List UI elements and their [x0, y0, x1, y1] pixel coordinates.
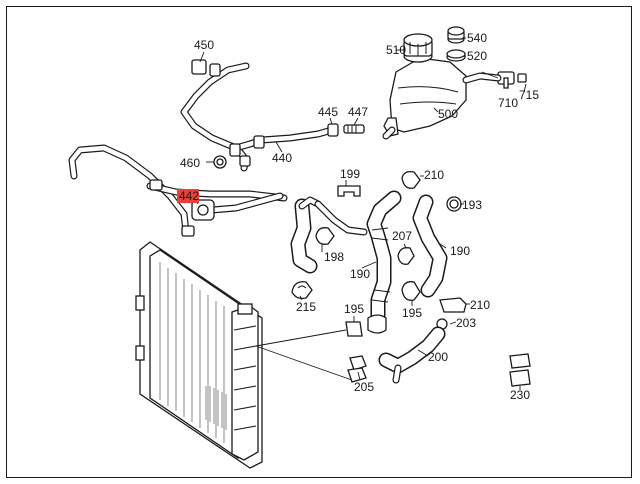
leader-lines — [195, 37, 527, 390]
label-203: 203 — [456, 316, 476, 330]
label-710: 710 — [498, 96, 518, 110]
connector-715 — [517, 73, 527, 83]
clamp-199 — [337, 185, 361, 197]
connector-445 — [327, 123, 339, 137]
label-450: 450 — [194, 38, 214, 52]
heater-hose-440 — [229, 126, 336, 172]
hose-198 — [290, 196, 368, 274]
label-198: 198 — [324, 250, 344, 264]
bracket-207 — [397, 247, 415, 265]
fitting-447 — [343, 124, 365, 134]
label-520: 520 — [467, 49, 487, 63]
label-207: 207 — [392, 229, 412, 243]
radiator-tank-ribs — [233, 325, 257, 431]
label-230: 230 — [510, 388, 530, 402]
label-445: 445 — [318, 105, 338, 119]
clamp-210-top — [401, 170, 421, 189]
level-sensor-710 — [462, 71, 515, 89]
highlight-442 — [177, 189, 199, 203]
label-442: 442 — [179, 189, 199, 203]
label-200: 200 — [428, 350, 448, 364]
label-500: 500 — [438, 107, 458, 121]
label-715: 715 — [519, 88, 539, 102]
label-190-right: 190 — [450, 244, 470, 258]
label-193: 193 — [462, 198, 482, 212]
label-190-center: 190 — [350, 267, 370, 281]
cap-part-540 — [447, 26, 465, 44]
heater-hose-450 — [180, 59, 250, 152]
clamp-210-bottom — [439, 297, 467, 313]
clamp-215 — [291, 281, 313, 300]
radiator-hose-190-right — [412, 194, 448, 298]
label-205: 205 — [354, 380, 374, 394]
expansion-tank-500 — [382, 57, 467, 140]
radiator-hose-190-center — [366, 190, 402, 326]
radiator — [135, 241, 263, 469]
lower-hose-200 — [378, 326, 446, 384]
clamp-195-left — [345, 314, 387, 337]
label-440: 440 — [272, 151, 292, 165]
clamp-230 — [509, 353, 531, 387]
seal-520 — [446, 49, 466, 62]
label-540: 540 — [467, 31, 487, 45]
clamp-195-right — [401, 281, 421, 301]
label-460: 460 — [180, 156, 200, 170]
label-510: 510 — [386, 43, 406, 57]
label-195-right: 195 — [402, 306, 422, 320]
radiator-grille — [205, 386, 227, 430]
label-210-bottom: 210 — [470, 298, 490, 312]
label-199: 199 — [340, 167, 360, 181]
oring-193 — [446, 196, 462, 212]
label-215: 215 — [296, 300, 316, 314]
label-447: 447 — [348, 105, 368, 119]
hose-clamp-460 — [213, 155, 227, 169]
part-labels: 450 540 510 520 710 715 445 447 500 460 … — [177, 31, 539, 402]
label-195-left: 195 — [344, 302, 364, 316]
vent-hose-442 — [68, 144, 288, 237]
clamp-205 — [347, 355, 367, 383]
tank-cap-510 — [403, 33, 433, 63]
clamp-198-top — [315, 227, 335, 245]
label-210-top: 210 — [424, 168, 444, 182]
